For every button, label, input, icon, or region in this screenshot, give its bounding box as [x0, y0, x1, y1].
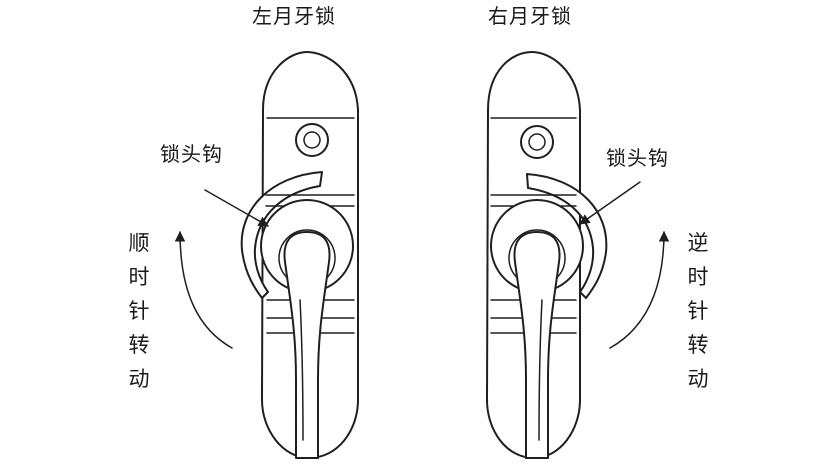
- right-crescent-lock: [486, 51, 608, 459]
- left-rotation-char: 动: [128, 367, 150, 391]
- left-rotation-label: 顺 时 针 转 动: [127, 226, 151, 396]
- left-lock-handle: [283, 231, 331, 459]
- right-lock-handle: [513, 231, 561, 459]
- left-rotation-char: 转: [128, 333, 150, 357]
- left-lock-screw: [295, 123, 329, 157]
- left-hook-label: 锁头钩: [160, 142, 223, 166]
- left-lock-screw-inner: [303, 131, 321, 149]
- right-lock-handle-ridge: [538, 299, 543, 441]
- right-counterclockwise-arrow: [609, 230, 670, 349]
- left-rotation-char: 顺: [128, 231, 150, 255]
- right-rotation-char: 时: [687, 265, 709, 289]
- left-rotation-char: 针: [128, 299, 150, 323]
- right-lock-title: 右月牙锁: [488, 4, 572, 28]
- right-hook-label: 锁头钩: [606, 146, 669, 170]
- right-lock-base-plate: [486, 51, 581, 459]
- left-lock-handle-ridge: [299, 299, 304, 441]
- right-lock-screw-inner: [528, 133, 546, 151]
- right-rotation-char: 转: [687, 333, 709, 357]
- right-rotation-char: 针: [687, 299, 709, 323]
- right-rotation-label: 逆 时 针 转 动: [686, 226, 710, 396]
- right-lock-crescent-hook: [526, 173, 608, 299]
- right-lock-screw: [520, 125, 554, 159]
- right-rotation-char: 动: [687, 367, 709, 391]
- left-crescent-lock: [240, 51, 359, 459]
- left-rotation-char: 时: [128, 265, 150, 289]
- left-lock-title: 左月牙锁: [252, 4, 336, 28]
- left-hook-leader-arrow: [204, 189, 269, 227]
- right-hook-leader-arrow: [579, 181, 641, 225]
- left-lock-crescent-hook: [240, 171, 323, 299]
- left-lock-base-plate: [261, 51, 359, 459]
- right-rotation-char: 逆: [687, 231, 709, 255]
- left-clockwise-arrow: [174, 230, 233, 349]
